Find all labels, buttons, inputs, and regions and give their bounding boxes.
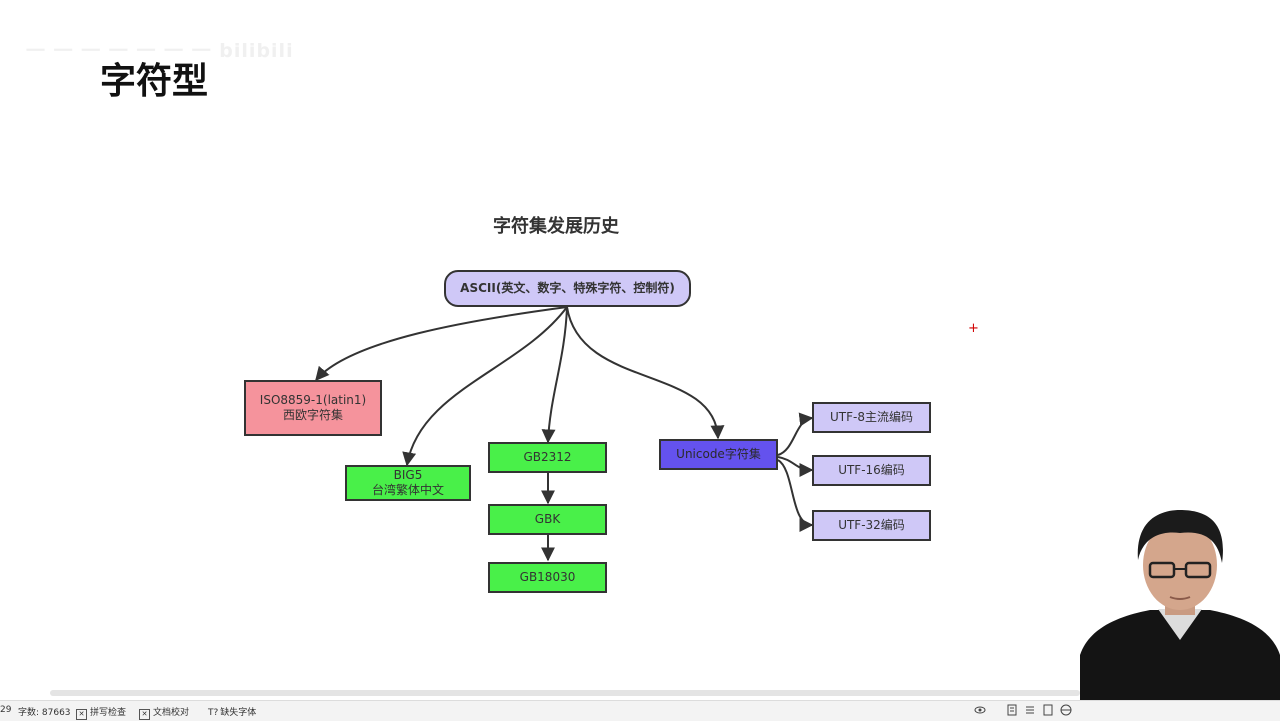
node-utf8: UTF-8主流编码	[812, 402, 931, 433]
spell-check-icon: ✕	[76, 709, 87, 720]
edge-ascii-big5	[402, 306, 568, 467]
node-gbk: GBK	[488, 504, 607, 535]
watermark: 一 一 一 一 一 一 一 bilibili	[26, 40, 294, 62]
status-bar: 29 字数: 87663 ✕拼写检查 ✕文档校对 T?缺失字体	[0, 700, 1280, 721]
node-gb2312-label: GB2312	[523, 450, 572, 464]
node-iso-label-1: ISO8859-1(latin1)	[259, 393, 367, 407]
node-iso-label-2: 西欧字符集	[282, 408, 343, 422]
missing-font-label: 缺失字体	[220, 708, 257, 718]
spell-check-button[interactable]: ✕拼写检查	[76, 705, 126, 720]
node-unicode: Unicode字符集	[659, 439, 778, 470]
horizontal-scrollbar[interactable]	[50, 690, 1080, 696]
node-utf16: UTF-16编码	[812, 455, 931, 486]
node-gbk-label: GBK	[534, 512, 561, 526]
proofread-icon: ✕	[139, 709, 150, 720]
spell-check-label: 拼写检查	[90, 708, 127, 718]
node-ascii: ASCII(英文、数字、特殊字符、控制符)	[444, 270, 691, 307]
node-big5-label-1: BIG5	[393, 468, 423, 482]
page-title: 字符型	[100, 61, 209, 102]
edge-ascii-gb2312	[541, 306, 568, 444]
node-gb18030-label: GB18030	[519, 570, 576, 584]
node-utf32: UTF-32编码	[812, 510, 931, 541]
presenter-webcam	[1080, 510, 1280, 720]
edge-ascii-iso	[315, 306, 568, 382]
doc-proofread-button[interactable]: ✕文档校对	[139, 705, 189, 720]
outline-view-icon[interactable]	[1024, 704, 1036, 716]
edge-unicode-utf32	[777, 459, 814, 532]
node-unicode-label: Unicode字符集	[676, 447, 761, 461]
node-iso8859-1: ISO8859-1(latin1) 西欧字符集	[244, 380, 382, 436]
doc-proofread-label: 文档校对	[153, 708, 190, 718]
diagram-title: 字符集发展历史	[493, 216, 619, 237]
web-view-icon[interactable]	[1060, 704, 1072, 716]
node-big5-label-2: 台湾繁体中文	[371, 483, 444, 497]
reading-view-icon[interactable]	[1042, 704, 1054, 716]
node-gb18030: GB18030	[488, 562, 607, 593]
node-utf32-label: UTF-32编码	[838, 518, 905, 532]
eye-protection-icon[interactable]	[974, 704, 986, 716]
word-count[interactable]: 字数: 87663	[18, 708, 71, 718]
node-gb2312: GB2312	[488, 442, 607, 473]
cursor-crosshair: +	[968, 321, 979, 336]
node-utf16-label: UTF-16编码	[838, 463, 905, 477]
page-number: 29	[0, 705, 12, 715]
node-ascii-label: ASCII(英文、数字、特殊字符、控制符)	[460, 281, 675, 295]
edge-unicode-utf8	[777, 412, 814, 456]
page-view-icon[interactable]	[1006, 704, 1018, 716]
node-utf8-label: UTF-8主流编码	[830, 410, 913, 424]
missing-font-button[interactable]: T?缺失字体	[208, 705, 256, 718]
edge-unicode-utf16	[777, 456, 814, 477]
missing-font-icon: T?	[208, 708, 219, 718]
edge-ascii-unicode	[566, 306, 725, 440]
node-big5: BIG5 台湾繁体中文	[345, 465, 471, 501]
